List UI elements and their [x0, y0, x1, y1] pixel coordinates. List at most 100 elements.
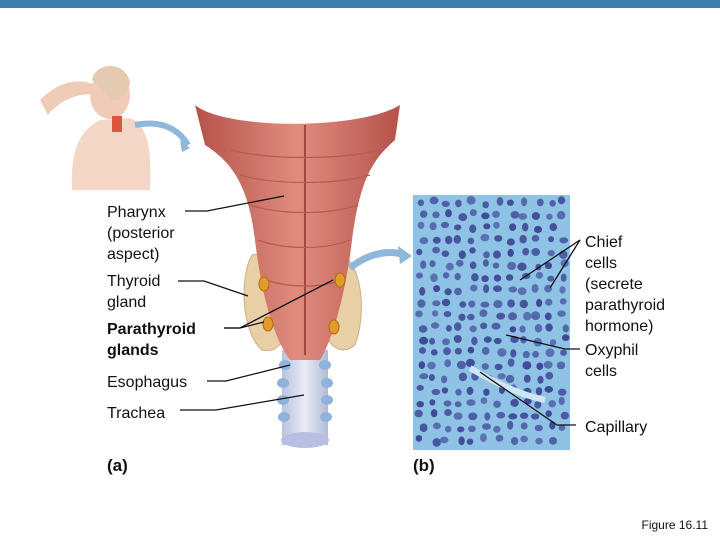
- cell-nucleus: [494, 363, 503, 371]
- cell-nucleus: [456, 259, 464, 267]
- cell-nucleus: [520, 435, 528, 443]
- cell-nucleus: [419, 347, 426, 354]
- cell-nucleus: [416, 384, 424, 391]
- trachea-illustration: [277, 350, 333, 448]
- cell-nucleus: [414, 409, 423, 418]
- cell-nucleus: [454, 401, 462, 408]
- cell-nucleus: [535, 387, 543, 396]
- cell-nucleus: [560, 273, 567, 282]
- cell-nucleus: [496, 411, 506, 419]
- cell-nucleus: [558, 424, 566, 431]
- panel-label-b: (b): [413, 456, 435, 475]
- label-chief-cells: Chief cells (secrete parathyroid hormone…: [585, 234, 666, 335]
- cell-nucleus: [556, 361, 566, 370]
- cell-nucleus: [458, 372, 468, 382]
- cell-nucleus: [481, 363, 489, 370]
- cell-nucleus: [532, 350, 539, 358]
- cell-nucleus: [546, 213, 553, 220]
- label-esophagus: Esophagus: [107, 374, 188, 391]
- cell-nucleus: [562, 324, 569, 333]
- cell-nucleus: [510, 211, 520, 219]
- cell-nucleus: [545, 410, 552, 417]
- cell-nucleus: [454, 287, 462, 296]
- cell-nucleus: [518, 213, 528, 220]
- cell-nucleus: [441, 250, 450, 257]
- cell-nucleus: [454, 347, 462, 355]
- person-figure: [40, 66, 191, 190]
- cell-nucleus: [454, 224, 462, 231]
- cell-nucleus: [507, 358, 515, 367]
- cell-nucleus: [469, 224, 477, 233]
- cell-nucleus: [432, 246, 440, 254]
- cell-nucleus: [531, 248, 540, 256]
- cell-nucleus: [493, 274, 502, 282]
- cell-nucleus: [497, 373, 506, 380]
- cell-nucleus: [466, 195, 476, 205]
- cell-nucleus: [536, 298, 543, 308]
- cell-nucleus: [419, 237, 429, 245]
- cell-nucleus: [469, 261, 477, 270]
- cell-nucleus: [430, 409, 438, 418]
- cell-nucleus: [559, 237, 569, 244]
- pharynx-illustration: [195, 105, 400, 360]
- cell-nucleus: [420, 260, 427, 269]
- cell-nucleus: [429, 196, 439, 205]
- cell-nucleus: [493, 400, 501, 408]
- cell-nucleus: [517, 287, 527, 296]
- cell-nucleus: [416, 401, 425, 408]
- cell-nucleus: [441, 200, 450, 207]
- cell-nucleus: [496, 312, 506, 320]
- cell-nucleus: [507, 299, 515, 308]
- cell-nucleus: [531, 311, 541, 321]
- cell-nucleus: [458, 313, 466, 321]
- cell-nucleus: [432, 438, 441, 447]
- cell-nucleus: [505, 274, 514, 281]
- cell-nucleus: [441, 387, 449, 394]
- figure-caption: Figure 16.11: [641, 518, 709, 532]
- cell-nucleus: [430, 349, 438, 356]
- cell-nucleus: [560, 411, 570, 420]
- cell-nucleus: [456, 360, 466, 370]
- cell-nucleus: [522, 361, 532, 370]
- cell-nucleus: [531, 284, 539, 293]
- cell-nucleus: [493, 425, 501, 433]
- cell-nucleus: [522, 222, 529, 232]
- cell-nucleus: [522, 350, 530, 359]
- cell-nucleus: [481, 275, 489, 283]
- cell-nucleus: [545, 323, 553, 332]
- cell-nucleus: [537, 375, 544, 384]
- cell-nucleus: [492, 262, 500, 269]
- cell-nucleus: [480, 433, 487, 443]
- cell-nucleus: [493, 337, 502, 345]
- cell-nucleus: [480, 397, 488, 404]
- cell-nucleus: [416, 272, 423, 279]
- cell-nucleus: [432, 211, 440, 219]
- magnify-arrow: [347, 246, 412, 271]
- cell-nucleus: [417, 199, 425, 207]
- label-pharynx: Pharynx (posterior aspect): [107, 204, 175, 263]
- cell-nucleus: [522, 247, 530, 256]
- cell-nucleus: [481, 346, 490, 355]
- cell-nucleus: [519, 234, 527, 244]
- cell-nucleus: [548, 236, 555, 243]
- cell-nucleus: [493, 250, 501, 259]
- cell-nucleus: [548, 400, 556, 408]
- cell-nucleus: [557, 196, 566, 205]
- cell-nucleus: [459, 301, 467, 308]
- cell-nucleus: [506, 199, 514, 206]
- cell-nucleus: [480, 233, 490, 242]
- cell-nucleus: [519, 299, 528, 309]
- cell-nucleus: [544, 284, 552, 293]
- cell-nucleus: [441, 221, 449, 229]
- cell-nucleus: [497, 348, 507, 357]
- cell-nucleus: [560, 349, 567, 356]
- cell-nucleus: [495, 434, 504, 442]
- cell-nucleus: [415, 310, 423, 318]
- cell-nucleus: [418, 325, 428, 333]
- cell-nucleus: [519, 325, 526, 333]
- cell-nucleus: [454, 273, 461, 281]
- cell-nucleus: [416, 248, 423, 256]
- cell-nucleus: [444, 359, 452, 368]
- cell-nucleus: [535, 271, 544, 279]
